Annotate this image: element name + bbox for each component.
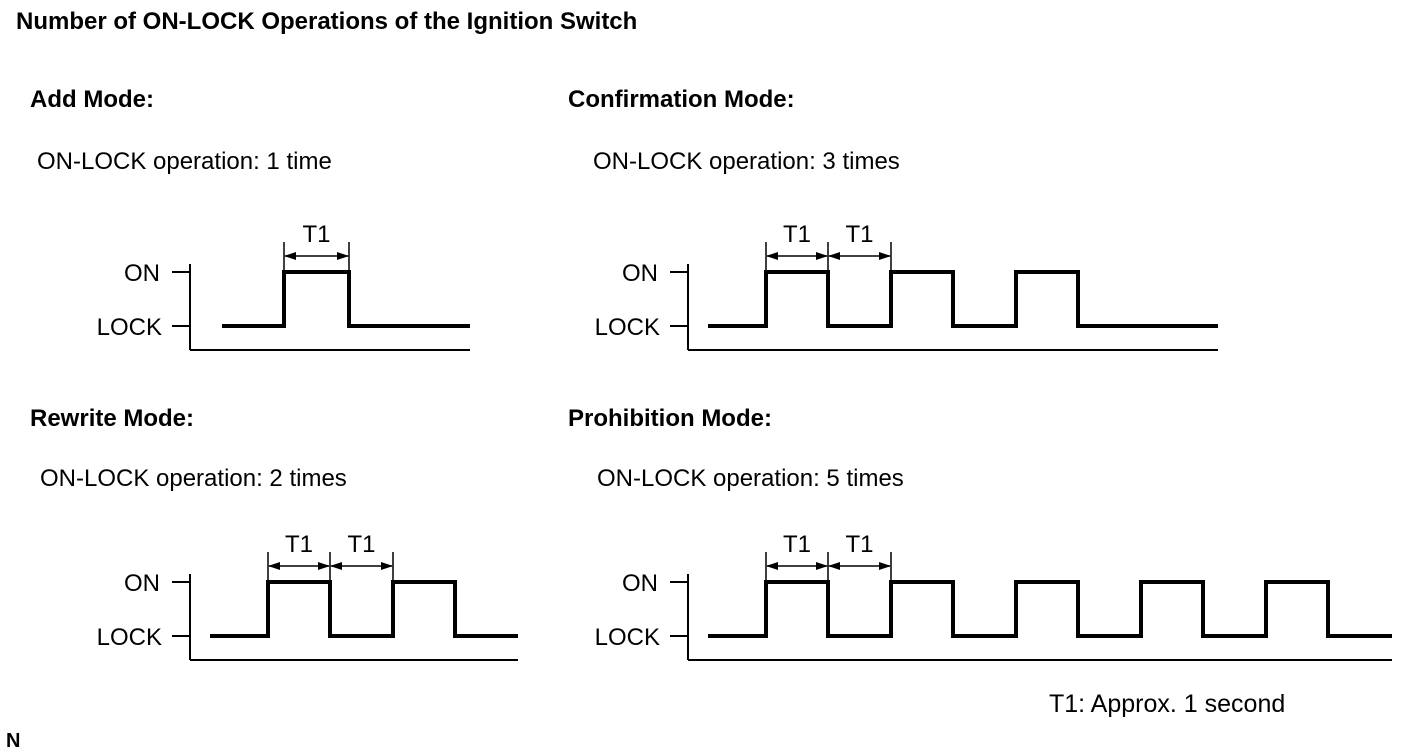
- confirmation-mode-operation: ON-LOCK operation: 3 times: [593, 148, 900, 175]
- timing-chart-2: ON LOCK T1 T1: [595, 221, 1218, 351]
- timing-chart-4: ON LOCK T1 T1: [595, 531, 1392, 661]
- signal-waveform: [708, 580, 1392, 638]
- t1-label: T1: [783, 221, 811, 248]
- add-mode-title: Add Mode:: [30, 86, 154, 113]
- timing-chart-1: ON LOCK T1: [97, 221, 470, 351]
- add-mode-operation: ON-LOCK operation: 1 time: [37, 148, 332, 175]
- on-label: ON: [124, 570, 160, 597]
- t1-label: T1: [347, 531, 375, 558]
- t1-footnote: T1: Approx. 1 second: [1049, 690, 1286, 718]
- confirmation-mode-title: Confirmation Mode:: [568, 86, 795, 113]
- rewrite-mode-title: Rewrite Mode:: [30, 405, 195, 432]
- diagram-title: Number of ON-LOCK Operations of the Igni…: [16, 8, 638, 35]
- lock-label: LOCK: [595, 314, 660, 341]
- lock-label: LOCK: [97, 624, 162, 651]
- t1-label: T1: [845, 531, 873, 558]
- rewrite-mode-operation: ON-LOCK operation: 2 times: [40, 465, 347, 492]
- corner-mark: N: [6, 730, 21, 752]
- signal-waveform: [222, 270, 470, 328]
- lock-label: LOCK: [595, 624, 660, 651]
- on-label: ON: [124, 260, 160, 287]
- on-label: ON: [622, 570, 658, 597]
- prohibition-mode-operation: ON-LOCK operation: 5 times: [597, 465, 904, 492]
- t1-label: T1: [845, 221, 873, 248]
- prohibition-mode-title: Prohibition Mode:: [568, 405, 772, 432]
- t1-label: T1: [302, 221, 330, 248]
- signal-waveform: [210, 580, 518, 638]
- lock-label: LOCK: [97, 314, 162, 341]
- t1-label: T1: [783, 531, 811, 558]
- t1-label: T1: [285, 531, 313, 558]
- signal-waveform: [708, 270, 1218, 328]
- on-label: ON: [622, 260, 658, 287]
- timing-chart-3: ON LOCK T1 T1: [97, 531, 518, 661]
